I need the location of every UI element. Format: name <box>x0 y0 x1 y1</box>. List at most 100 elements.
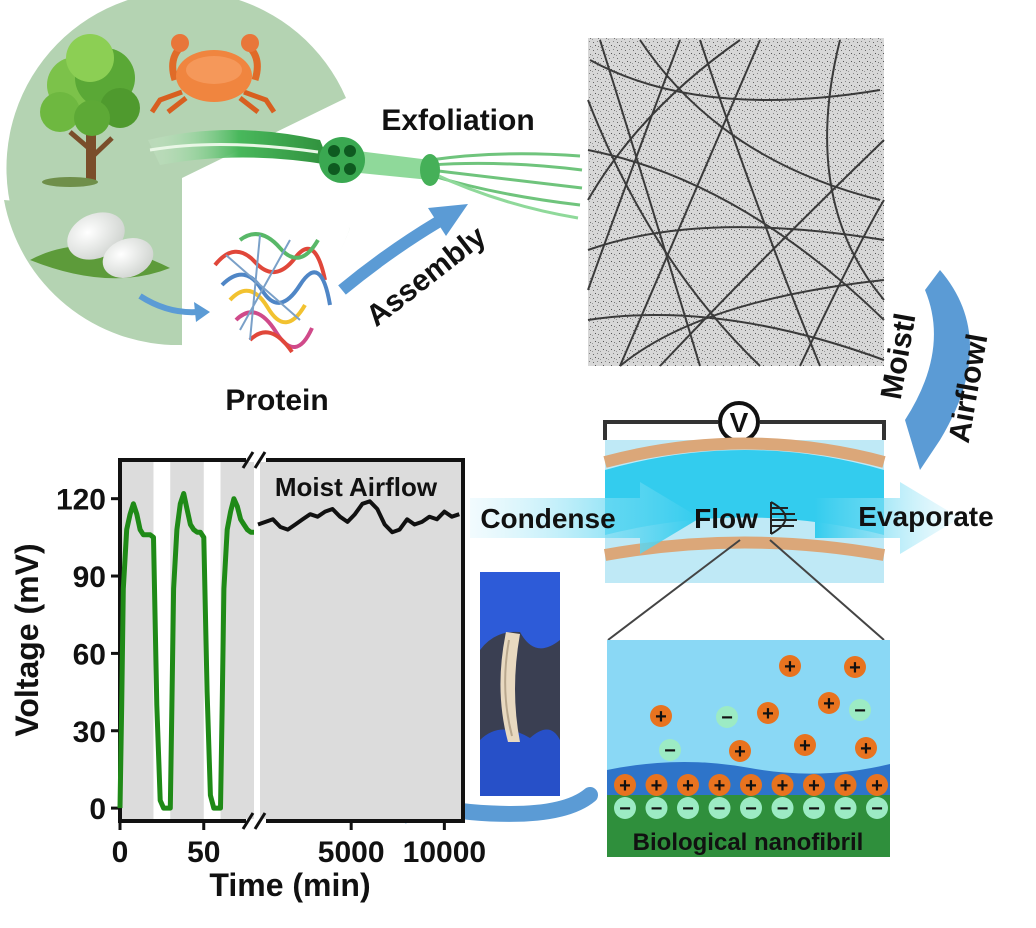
x-tick-label: 5000 <box>318 836 385 869</box>
svg-text:+: + <box>840 775 852 797</box>
moist-airflow-arrow <box>905 270 970 470</box>
cation-icon: + <box>803 774 825 797</box>
svg-text:−: − <box>745 798 757 820</box>
svg-text:+: + <box>784 656 796 678</box>
cation-icon: + <box>740 774 762 797</box>
x-tick-label: 50 <box>187 836 220 869</box>
svg-text:−: − <box>871 798 883 820</box>
svg-text:−: − <box>619 798 631 820</box>
cation-icon: + <box>818 692 840 715</box>
svg-text:−: − <box>651 798 663 820</box>
anion-icon: − <box>716 706 738 729</box>
svg-text:−: − <box>714 798 726 820</box>
exfoliation-label: Exfoliation <box>381 104 534 137</box>
svg-text:−: − <box>854 700 866 722</box>
evaporate-label: Evaporate <box>858 501 993 532</box>
y-tick-label: 90 <box>73 561 106 594</box>
ion-layer: ++++++++−−−+++++++++−−−−−−−−− <box>614 655 888 820</box>
cation-icon: + <box>794 734 816 757</box>
flow-profile-icon <box>770 501 797 535</box>
shaded-interval-2 <box>220 462 254 819</box>
y-axis-label: Voltage (mV) <box>9 543 45 736</box>
svg-text:+: + <box>823 693 835 715</box>
y-tick-label: 0 <box>89 793 106 826</box>
svg-text:+: + <box>871 775 883 797</box>
svg-text:+: + <box>762 703 774 725</box>
svg-text:+: + <box>849 657 861 679</box>
assembly-arrow <box>338 216 442 295</box>
protein-structure-icon <box>213 232 332 354</box>
voltage-series-segment-0 <box>117 491 254 811</box>
anion-icon: − <box>645 797 668 820</box>
nanofiber-bundle-icon <box>148 130 583 220</box>
evaporate-arrow <box>815 482 960 554</box>
y-tick-label: 30 <box>73 716 106 749</box>
svg-text:−: − <box>808 798 820 820</box>
cation-icon: + <box>614 774 636 797</box>
protein-label: Protein <box>225 384 328 417</box>
cation-icon: + <box>677 774 699 797</box>
anion-icon: − <box>677 797 699 820</box>
svg-text:−: − <box>721 707 733 729</box>
cocoon-to-protein-arrow <box>138 293 199 316</box>
assembly-label: Assembly <box>360 220 492 333</box>
condense-arrow <box>470 482 700 554</box>
svg-text:+: + <box>808 775 820 797</box>
zoom-line-left <box>607 539 741 641</box>
chart-shading <box>120 462 461 819</box>
anion-icon: − <box>803 797 825 820</box>
svg-text:+: + <box>734 741 746 763</box>
x-tick-label: 0 <box>112 836 129 869</box>
nanofibril-micrograph <box>587 38 885 367</box>
anion-icon: − <box>771 797 794 820</box>
svg-text:+: + <box>745 775 757 797</box>
svg-text:+: + <box>619 775 631 797</box>
tree-icon <box>40 34 140 187</box>
svg-text:−: − <box>840 798 852 820</box>
condense-label: Condense <box>480 503 615 534</box>
chart-series <box>117 491 460 811</box>
cation-icon: + <box>645 774 668 797</box>
anion-icon: − <box>708 797 731 820</box>
voltage-series-segment-1 <box>257 499 460 535</box>
anion-icon: − <box>659 739 681 762</box>
moist-airflow-annotation: Moist Airflow <box>275 472 438 502</box>
svg-text:+: + <box>799 735 811 757</box>
cation-icon: + <box>650 705 672 728</box>
crab-icon <box>149 34 277 114</box>
svg-text:−: − <box>777 798 789 820</box>
shaded-region-segment-1 <box>260 462 461 819</box>
voltmeter-label: V <box>730 407 749 438</box>
svg-text:+: + <box>714 775 726 797</box>
cation-icon: + <box>708 774 731 797</box>
svg-text:+: + <box>655 706 667 728</box>
svg-text:+: + <box>651 775 663 797</box>
flow-label: Flow <box>694 503 758 534</box>
flexible-device-photo <box>480 572 560 796</box>
biological-nanofibril-label: Biological nanofibril <box>633 829 864 856</box>
anion-icon: − <box>866 797 888 820</box>
svg-text:+: + <box>860 738 872 760</box>
cation-icon: + <box>779 655 801 678</box>
svg-text:+: + <box>777 775 789 797</box>
cation-icon: + <box>729 740 751 763</box>
x-tick-label: 10000 <box>403 836 486 869</box>
svg-text:+: + <box>682 775 694 797</box>
axis-break-mark-top <box>241 451 267 469</box>
x-axis-label: Time (min) <box>209 867 370 903</box>
anion-icon: − <box>834 797 857 820</box>
anion-icon: − <box>740 797 762 820</box>
zoom-line-right <box>769 539 885 641</box>
cation-icon: + <box>855 737 877 760</box>
cation-icon: + <box>866 774 888 797</box>
y-tick-label: 60 <box>73 638 106 671</box>
axis-break-mark-bottom <box>241 812 267 830</box>
silk-cocoon-icon <box>30 212 170 279</box>
svg-text:−: − <box>664 740 676 762</box>
cation-icon: + <box>757 702 779 725</box>
cation-icon: + <box>771 774 794 797</box>
anion-icon: − <box>614 797 636 820</box>
